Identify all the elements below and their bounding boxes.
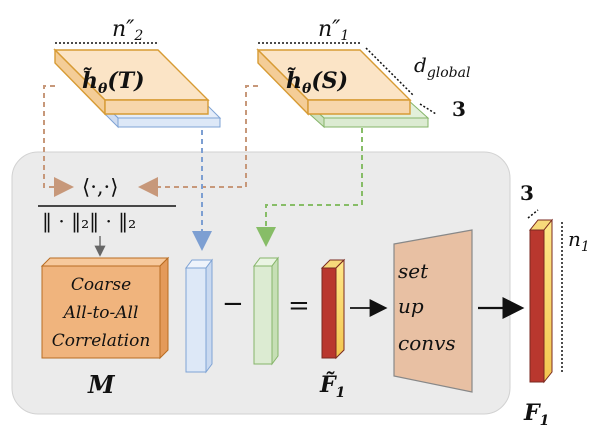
- green-feature-slab: [253, 256, 279, 366]
- three-top-label: 3: [452, 97, 466, 121]
- F1-tilde-label: F̃1: [319, 372, 345, 401]
- three-right-label: 3: [520, 181, 534, 205]
- h-theta-T-label: h̃θ(T): [82, 68, 145, 97]
- coarse-line3: Correlation: [52, 331, 151, 351]
- convs-line3: convs: [398, 331, 456, 355]
- convs-line1: set: [398, 259, 429, 283]
- F1-label: F1: [523, 400, 549, 429]
- tensor-h-theta-S: h̃θ(S): [256, 42, 437, 129]
- blue-feature-slab: [185, 258, 213, 374]
- F1-tilde-feature: [320, 258, 346, 360]
- convs-line2: up: [398, 294, 424, 318]
- d-global-label: dglobal: [414, 53, 470, 81]
- inner-product: ⟨·,·⟩: [82, 175, 118, 199]
- arrow-green-down: [256, 128, 363, 247]
- M-label: M: [87, 370, 116, 399]
- coarse-line2: All-to-All: [62, 303, 139, 323]
- h-theta-S-label: h̃θ(S): [286, 68, 348, 97]
- coarse-line1: Coarse: [71, 275, 131, 295]
- n1-right-label: n1: [568, 227, 590, 255]
- n2-label: n″2: [112, 17, 143, 44]
- arrow-S-to-inner: [138, 85, 258, 197]
- coarse-correlation-box: Coarse All-to-All Correlation: [40, 256, 170, 360]
- norm-denominator: ‖ · ‖₂‖ · ‖₂: [42, 209, 136, 234]
- minus-sign: −: [222, 289, 244, 319]
- F1-feature: [528, 218, 554, 384]
- n1-label: n″1: [318, 17, 349, 44]
- equals-sign: =: [288, 291, 310, 321]
- tensor-h-theta-T: h̃θ(T): [53, 42, 222, 129]
- set-up-convs-block: set up convs: [393, 229, 473, 393]
